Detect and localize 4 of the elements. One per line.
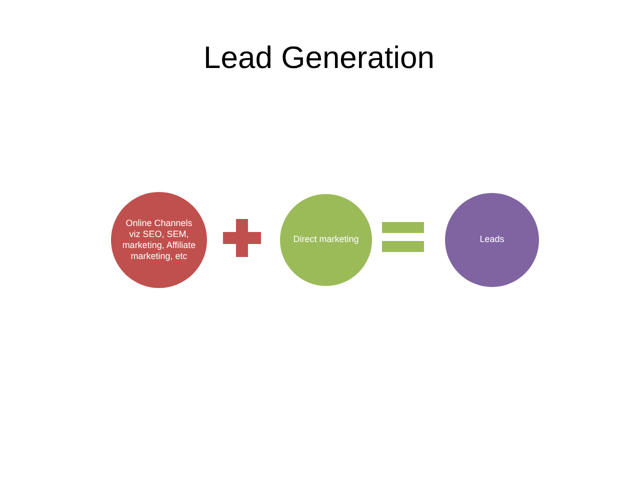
node-text: Leads <box>478 234 506 246</box>
slide-title: Lead Generation <box>202 40 436 76</box>
node-text: Online Channels viz SEO, SEM, marketing, Affiliate marketing, etc <box>121 218 197 262</box>
node-text: Direct marketing <box>292 234 360 246</box>
